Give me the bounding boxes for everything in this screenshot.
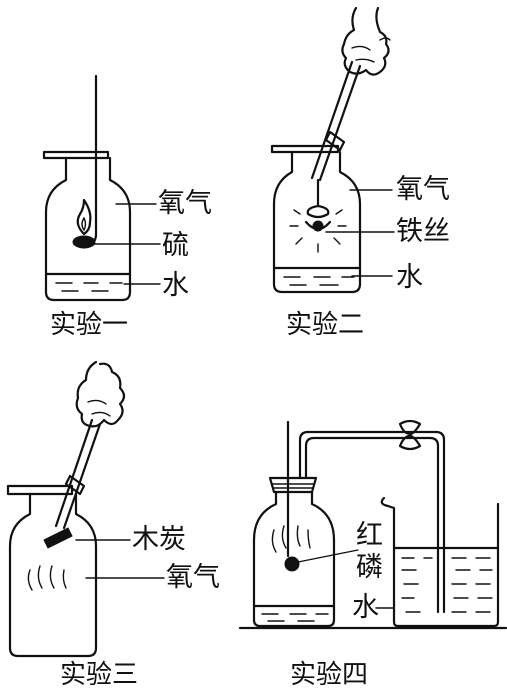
- exp4-stopper: [268, 476, 318, 494]
- experiment-2-apparatus: [270, 6, 395, 294]
- experiment-4-apparatus: [238, 419, 507, 630]
- exp2-glass-lid: [270, 144, 340, 154]
- exp3-charcoal-label: 木炭: [132, 524, 186, 555]
- exp2-gas-bottle: [272, 150, 362, 294]
- exp1-water-label: 水: [162, 270, 189, 301]
- exp2-water-body: [283, 276, 355, 286]
- exp3-glow-marks: [27, 565, 67, 591]
- exp3-oxygen-label: 氧气: [166, 562, 220, 593]
- exp4-spring-clamp: [398, 419, 422, 451]
- exp1-oxygen-label: 氧气: [158, 188, 212, 219]
- experiment-1-apparatus: [42, 74, 161, 302]
- exp2-crucible-tongs: [310, 60, 362, 182]
- exp2-hand: [341, 6, 390, 76]
- exp2-water-label: 水: [396, 262, 423, 293]
- exp4-beaker-water: [401, 557, 493, 613]
- exp4-caption: 实验四: [290, 660, 369, 690]
- experiment-3-apparatus: [6, 360, 165, 658]
- exp2-sparks: [289, 209, 347, 253]
- exp3-gas-bottle: [8, 492, 98, 658]
- exp3-glass-lid: [6, 484, 74, 496]
- exp4-bottle-water: [261, 613, 329, 622]
- exp1-sulfur-label: 硫: [162, 230, 189, 261]
- exp4-beaker: [380, 496, 500, 628]
- exp4-smoke-marks: [271, 525, 311, 553]
- exp3-caption: 实验三: [60, 660, 139, 690]
- exp2-caption: 实验二: [286, 310, 365, 340]
- exp2-iron-wire: [306, 178, 330, 219]
- exp2-oxygen-label: 氧气: [396, 174, 450, 205]
- exp2-iron-label: 铁丝: [396, 216, 450, 247]
- exp4-phosphorus-leader: [297, 549, 359, 563]
- exp4-gas-bottle: [252, 490, 336, 628]
- exp1-flame: [76, 198, 92, 236]
- exp1-caption: 实验一: [50, 310, 129, 340]
- exp4-delivery-tube: [298, 430, 446, 614]
- exp1-water-body: [55, 282, 123, 292]
- exp1-gas-bottle: [44, 156, 132, 302]
- exp1-glass-lid: [42, 150, 110, 160]
- exp4-phosphorus-label-line1: 红: [356, 520, 383, 551]
- exp3-charcoal: [43, 527, 73, 549]
- exp3-hand: [75, 360, 126, 428]
- exp1-sulfur-spoon: [72, 235, 96, 249]
- exp4-phosphorus-label-line2: 磷: [356, 552, 383, 583]
- exp3-crucible-tongs: [54, 418, 102, 530]
- exp4-water-label: 水: [352, 592, 379, 623]
- exp4-red-phosphorus: [284, 556, 300, 572]
